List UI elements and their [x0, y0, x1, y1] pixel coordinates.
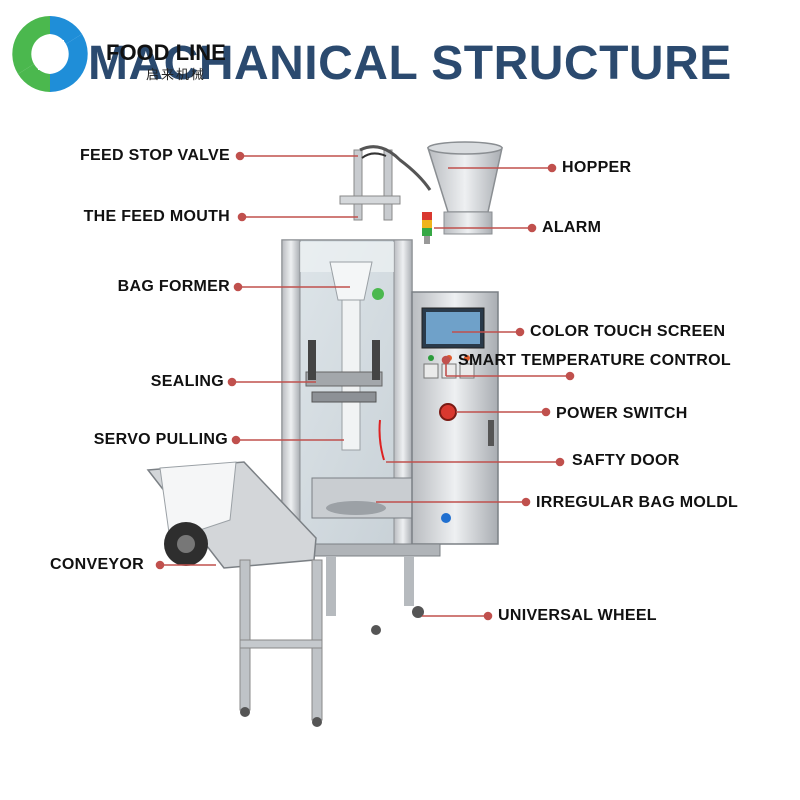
label-conveyor: CONVEYOR	[50, 556, 144, 573]
leader-lines	[155, 151, 575, 621]
food-line-logo-icon	[12, 16, 88, 92]
universal-wheel-part	[412, 606, 424, 618]
label-servo-pulling: SERVO PULLING	[93, 431, 228, 448]
conveyor-part	[146, 461, 323, 727]
label-universal-wheel: UNIVERSAL WHEEL	[498, 607, 657, 624]
label-feed-mouth: THE FEED MOUTH	[83, 208, 230, 225]
hopper-part	[426, 141, 503, 235]
label-safty-door: SAFTY DOOR	[572, 452, 680, 469]
label-bag-former: BAG FORMER	[117, 278, 230, 295]
bag-mould-part	[311, 477, 413, 519]
alarm-light-part	[422, 212, 432, 244]
label-feed-stop-valve: FEED STOP VALVE	[79, 147, 230, 164]
control-cabinet-part	[411, 291, 499, 545]
page-title: MACHANICAL STRUCTURE	[88, 37, 732, 90]
brand-name: FOOD LINE	[106, 40, 226, 65]
sealing-part	[305, 340, 383, 403]
label-hopper: HOPPER	[562, 159, 632, 176]
label-alarm: ALARM	[542, 219, 602, 236]
label-color-touch-screen: COLOR TOUCH SCREEN	[530, 323, 726, 340]
brand-subtitle: 启来机械	[146, 67, 207, 82]
label-sealing: SEALING	[150, 373, 224, 390]
power-switch-part	[439, 403, 457, 421]
safety-door-wire-part	[378, 419, 385, 461]
label-smart-temperature-control: SMART TEMPERATURE CONTROL	[458, 352, 731, 369]
feed-stop-valve-part	[339, 145, 432, 221]
label-irregular-bag-mould: IRREGULAR BAG MOLDL	[536, 494, 739, 511]
label-power-switch: POWER SWITCH	[556, 405, 688, 422]
